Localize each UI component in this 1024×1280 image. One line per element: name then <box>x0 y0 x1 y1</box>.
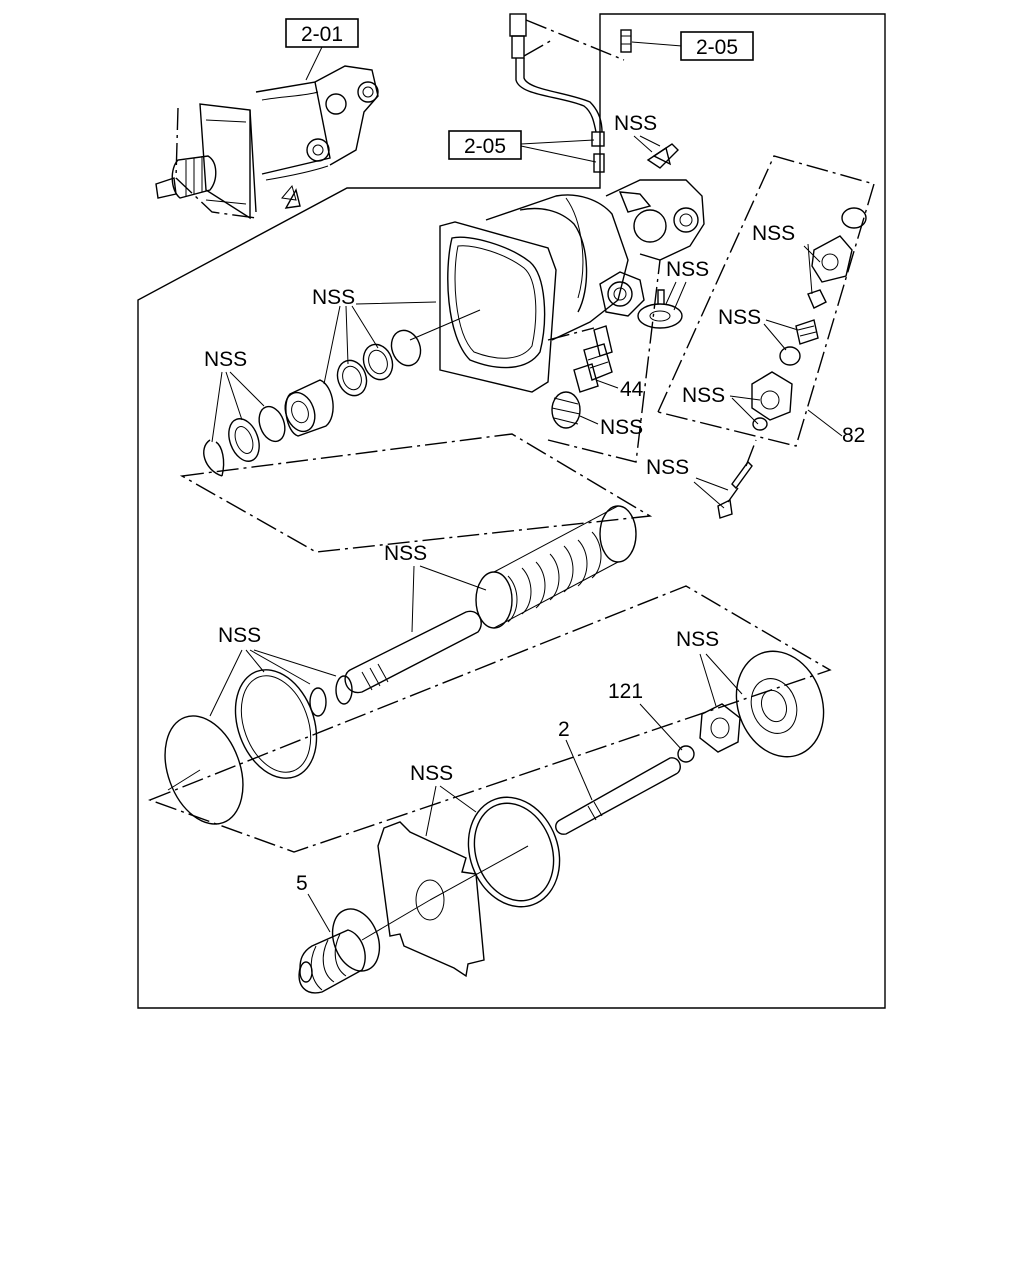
valve-spring <box>551 391 581 429</box>
dust-boot <box>298 908 381 994</box>
ref-label-2-05-middle: 2-05 <box>464 135 506 158</box>
snap-ring-seals <box>203 405 286 477</box>
label-nss-nut: NSS <box>676 628 719 651</box>
push-rod <box>344 610 482 694</box>
ref-label-2-01: 2-01 <box>301 23 343 46</box>
label-nss-valve-body: NSS <box>682 384 725 407</box>
large-o-ring <box>467 796 561 908</box>
label-nss-snap-ring: NSS <box>204 348 247 371</box>
cover-disc <box>735 650 825 758</box>
ref-box-2-01[interactable]: 2-01 <box>285 18 359 48</box>
cylinder-seals <box>164 669 353 825</box>
small-spring <box>779 319 819 366</box>
return-spring <box>475 505 637 629</box>
diagram-frame <box>137 13 886 1009</box>
label-nss-piston-seals: NSS <box>312 286 355 309</box>
ref-box-2-05-middle[interactable]: 2-05 <box>448 130 522 160</box>
label-part-2: 2 <box>558 718 570 741</box>
cylinder-housing <box>439 179 705 393</box>
label-part-82: 82 <box>842 424 865 447</box>
ref-label-2-05-top: 2-05 <box>696 36 738 59</box>
nut <box>699 703 741 753</box>
shaft <box>555 757 681 835</box>
label-nss-small-spring: NSS <box>718 306 761 329</box>
label-nss-valve-spring: NSS <box>600 416 643 439</box>
label-nss-plate: NSS <box>410 762 453 785</box>
valve-stem <box>573 325 613 393</box>
label-part-121: 121 <box>608 680 643 703</box>
base-plate <box>377 821 485 978</box>
valve-body <box>751 371 793 431</box>
label-part-44: 44 <box>620 378 644 401</box>
label-part-5: 5 <box>296 872 308 895</box>
label-nss-cylinder-seals: NSS <box>218 624 261 647</box>
servo-assembly-thumbnail <box>155 65 379 220</box>
label-nss-fitting: NSS <box>614 112 657 135</box>
piston-seals <box>284 329 422 437</box>
connector-fitting <box>620 29 632 53</box>
label-nss-valve-cover: NSS <box>752 222 795 245</box>
label-nss-push-rod: NSS <box>384 542 427 565</box>
valve-washer <box>637 289 683 329</box>
bolt <box>717 439 757 519</box>
valve-cover-assembly <box>807 207 867 309</box>
air-hose <box>509 13 625 173</box>
label-nss-bolt: NSS <box>646 456 689 479</box>
snap-ring-121 <box>677 745 695 763</box>
ref-box-2-05-top[interactable]: 2-05 <box>680 31 754 61</box>
label-nss-valve-washer: NSS <box>666 258 709 281</box>
vent-fitting <box>646 143 679 169</box>
